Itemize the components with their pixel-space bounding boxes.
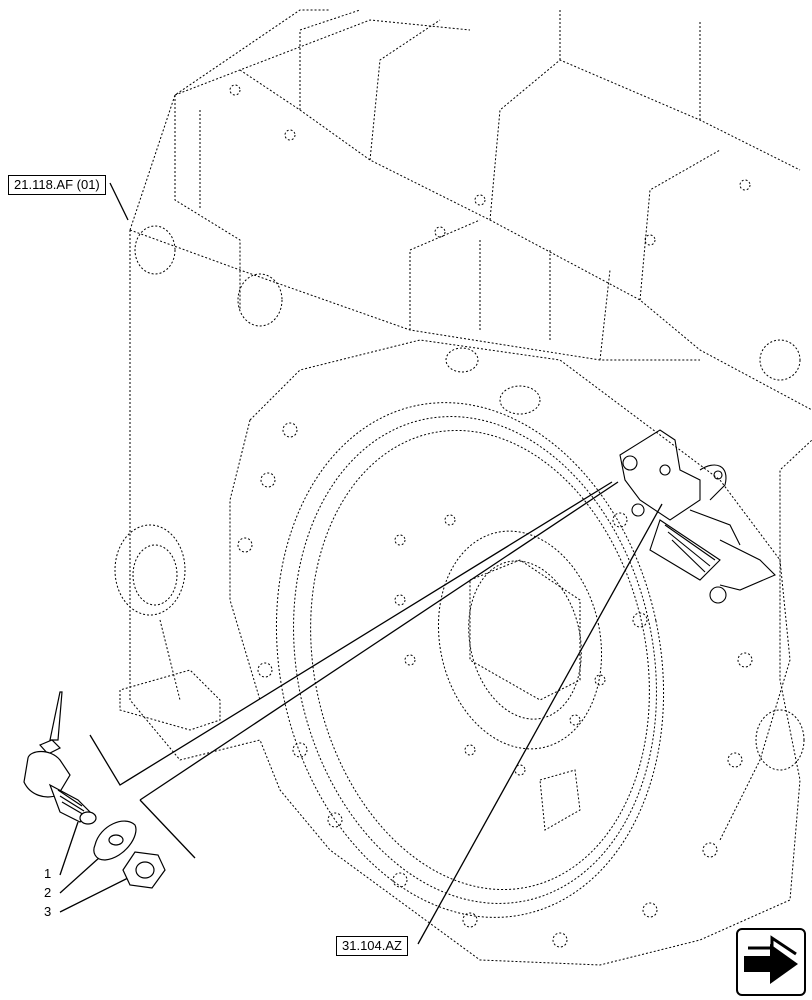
reference-box-bottom[interactable]: 31.104.AZ <box>336 936 408 956</box>
arrow-glyph-icon <box>744 935 798 984</box>
item-number-3: 3 <box>44 904 52 919</box>
reference-box-top[interactable]: 21.118.AF (01) <box>8 175 106 195</box>
next-page-arrow-icon[interactable] <box>736 928 806 996</box>
housing-top-edge <box>129 9 330 231</box>
leader-lines <box>89 481 613 786</box>
flywheel-rim <box>275 402 665 918</box>
sensor-part-1 <box>49 691 63 741</box>
item-number-2: 2 <box>44 885 52 900</box>
housing-outline <box>129 230 812 966</box>
sensor-bracket <box>619 429 701 521</box>
item-number-1: 1 <box>44 866 52 881</box>
